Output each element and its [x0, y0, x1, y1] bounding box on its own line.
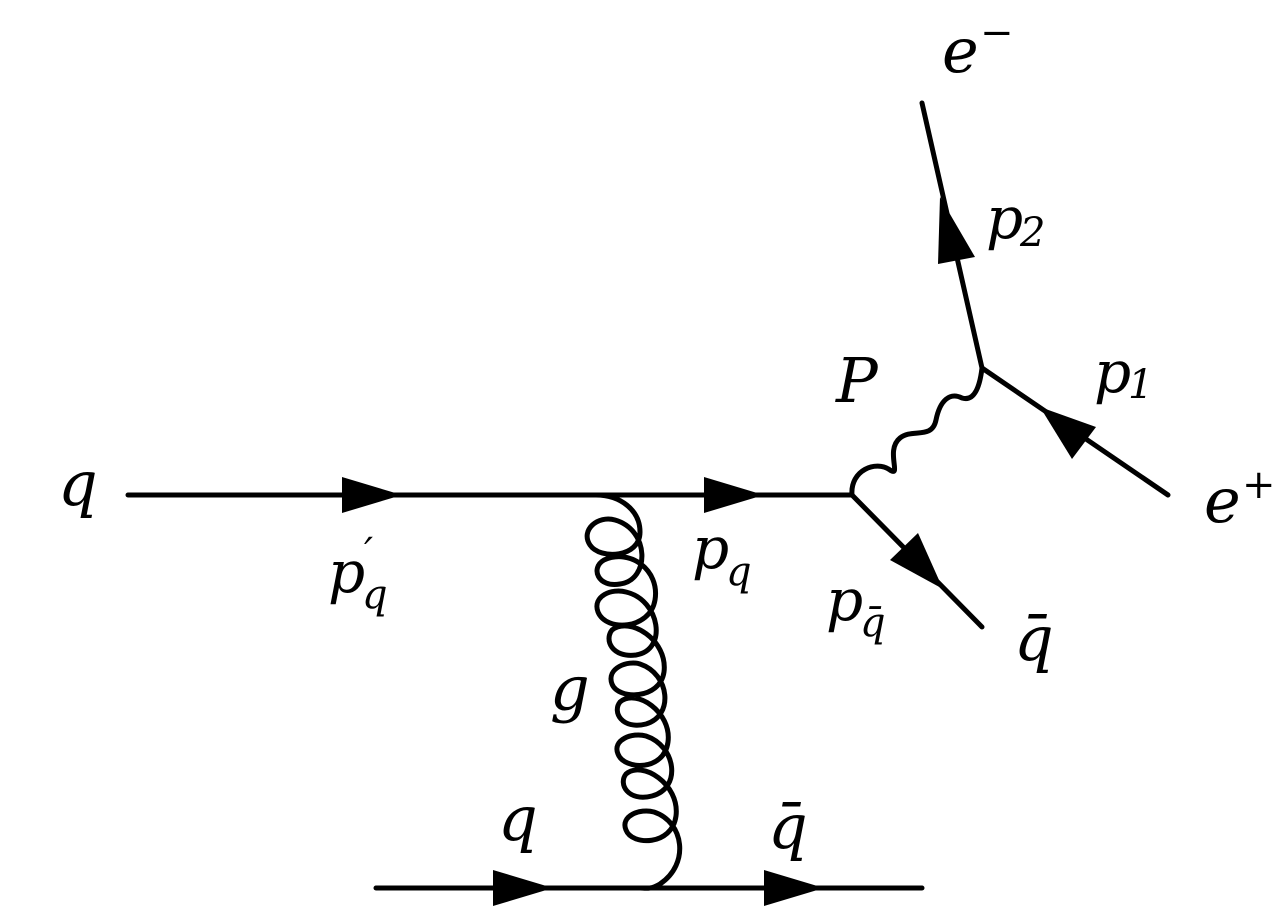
label-e-plus-sup: +: [1242, 462, 1276, 508]
arrow-antiquark: [890, 533, 943, 589]
label-p-q-sub: q: [726, 549, 752, 595]
label-p-q: p: [692, 514, 729, 582]
label-p-q-prime-sub: q: [362, 572, 388, 618]
label-e-minus-sup: −: [980, 10, 1014, 56]
label-q-bottom: q: [498, 782, 538, 855]
label-p2-sub: 2: [1019, 210, 1045, 256]
arrow-positron-p1: [1040, 407, 1096, 459]
arrow-electron-p2: [938, 197, 975, 264]
photon-line-P: [849, 365, 985, 498]
label-q-in: q: [58, 447, 98, 520]
label-e-plus: e: [1204, 464, 1241, 537]
label-g: g: [550, 652, 590, 725]
label-p2: p: [986, 184, 1023, 252]
label-p-q-prime: p: [328, 538, 365, 606]
label-e-minus: e: [942, 14, 979, 87]
label-p-qbar: p: [826, 566, 863, 634]
label-P: P: [835, 344, 879, 417]
gluon-line-g: [584, 492, 683, 891]
label-qbar-bottom: q̄: [768, 790, 808, 863]
label-p1-sub: 1: [1128, 362, 1153, 408]
arrow-bottom-antiquark: [764, 870, 824, 906]
label-p-qbar-sub: q̄: [860, 600, 886, 646]
arrow-bottom-quark: [493, 870, 553, 906]
label-p1: p: [1094, 338, 1131, 406]
label-p-q-prime-mark: ′: [364, 530, 373, 576]
arrow-quark-pq: [704, 477, 764, 513]
arrow-incoming-quark: [342, 477, 402, 513]
label-qbar-out: q̄: [1014, 602, 1054, 675]
